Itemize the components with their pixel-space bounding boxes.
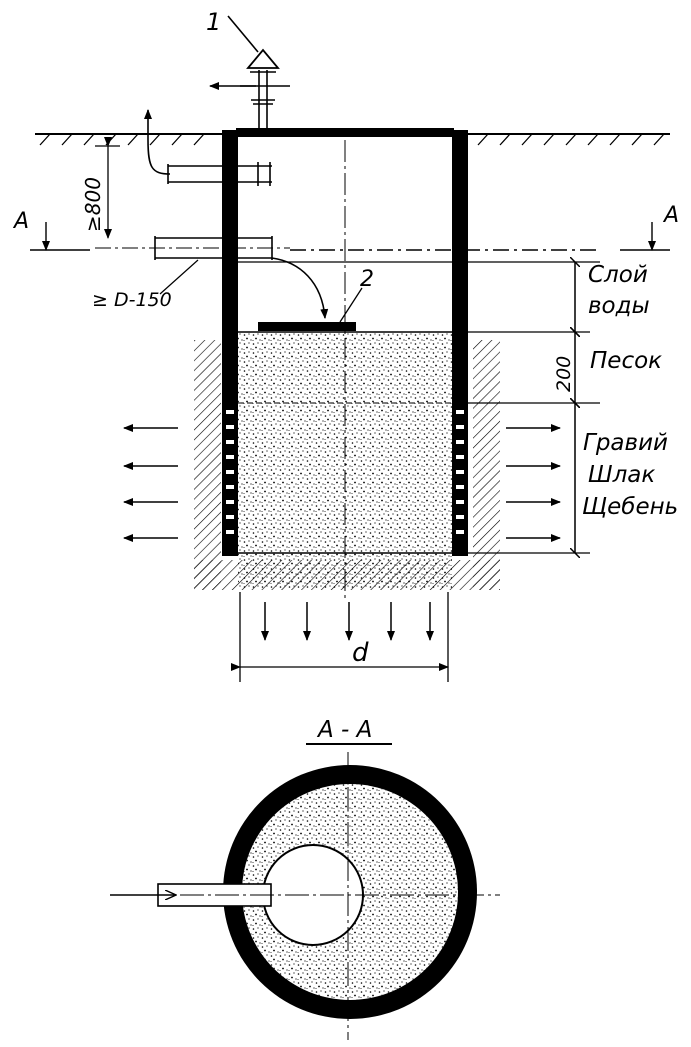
downward-seepage-arrows (261, 602, 434, 641)
ground-surface (35, 133, 670, 146)
plan-section: А - А (110, 717, 500, 1040)
callout-2-leader (339, 287, 363, 323)
section-line (30, 222, 670, 251)
section-mark-left: A (12, 209, 29, 234)
right-wall (452, 130, 468, 556)
layer-water-line1: Слой (588, 262, 648, 288)
cover-slab (236, 128, 454, 137)
lateral-seepage-arrows (123, 424, 561, 542)
elevation-view: 1 A A (12, 8, 679, 682)
layer-gravel-line2: Шлак (588, 462, 655, 488)
left-wall (222, 130, 238, 556)
diameter-label: d (352, 638, 369, 668)
well-walls (222, 130, 468, 556)
diameter-dimension (231, 592, 449, 682)
vent-pipe (209, 15, 290, 130)
depth-dimension (95, 137, 120, 239)
callout-2: 2 (360, 267, 374, 292)
sand-dimension-label: 200 (553, 356, 575, 392)
layer-dimensions (452, 262, 600, 553)
pipe-size-leader (159, 259, 199, 295)
callout-1: 1 (206, 8, 221, 36)
upper-pipe (144, 109, 272, 186)
layer-gravel-line1: Гравий (583, 430, 668, 456)
depth-dimension-label: ≥800 (81, 177, 105, 232)
layer-sand-label: Песок (590, 348, 662, 374)
wall-perforations (226, 410, 464, 534)
layer-gravel-line3: Щебень (582, 494, 678, 520)
layer-water-line2: воды (588, 293, 650, 319)
distributor-plate (258, 322, 356, 331)
plan-center-lines (110, 752, 500, 1040)
inlet-pipe (95, 236, 329, 319)
section-title: А - А (316, 717, 372, 743)
pipe-size-label: ≥ D-150 (92, 289, 172, 311)
section-mark-right: A (662, 203, 679, 228)
